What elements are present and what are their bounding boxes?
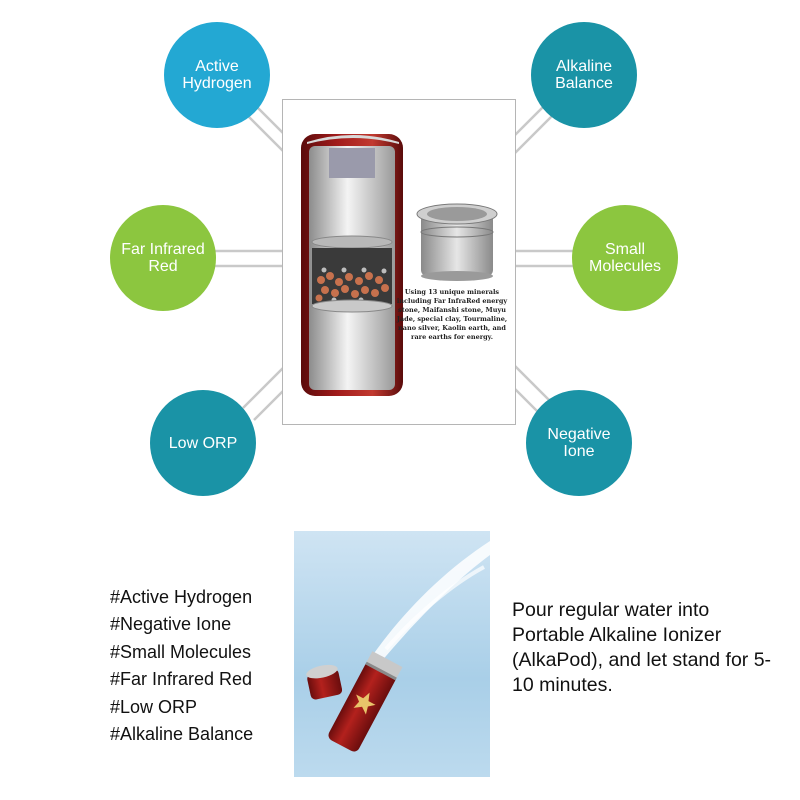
bubble-low-orp: Low ORP	[150, 390, 256, 496]
bubble-label: Active Hydrogen	[182, 58, 252, 92]
bubble-active-hydrogen: Active Hydrogen	[164, 22, 270, 128]
list-item: #Active Hydrogen	[110, 587, 253, 607]
alkapod-photo-illustration	[294, 531, 490, 777]
feature-hashtag-list: #Active Hydrogen #Negative Ione #Small M…	[110, 584, 253, 748]
mineral-caption: Using 13 unique minerals including Far I…	[396, 288, 508, 341]
bubble-alkaline-balance: Alkaline Balance	[531, 22, 637, 128]
product-cutaway-panel: Using 13 unique minerals including Far I…	[282, 99, 516, 425]
bubble-label: Low ORP	[168, 434, 238, 452]
bubble-label: Small Molecules	[588, 241, 662, 275]
list-item: #Small Molecules	[110, 641, 252, 662]
list-item: #Low ORP	[110, 696, 198, 717]
bubble-label: Alkaline Balance	[555, 58, 613, 92]
bubble-label: Far Infrared Red	[121, 241, 205, 275]
product-photo	[294, 531, 490, 777]
mineral-filter-cup-illustration	[416, 203, 498, 281]
list-item: #Negative Ione	[110, 614, 232, 635]
bottle-cutaway-illustration	[301, 134, 403, 396]
list-item: #Alkaline Balance	[110, 724, 254, 745]
bubble-small-molecules: Small Molecules	[572, 205, 678, 311]
list-item: #Far Infrared Red	[110, 669, 253, 690]
usage-instructions: Pour regular water into Portable Alkalin…	[512, 599, 772, 696]
bubble-far-infrared-red: Far Infrared Red	[110, 205, 216, 311]
bubble-label: Negative Ione	[547, 426, 611, 460]
bubble-negative-ione: Negative Ione	[526, 390, 632, 496]
